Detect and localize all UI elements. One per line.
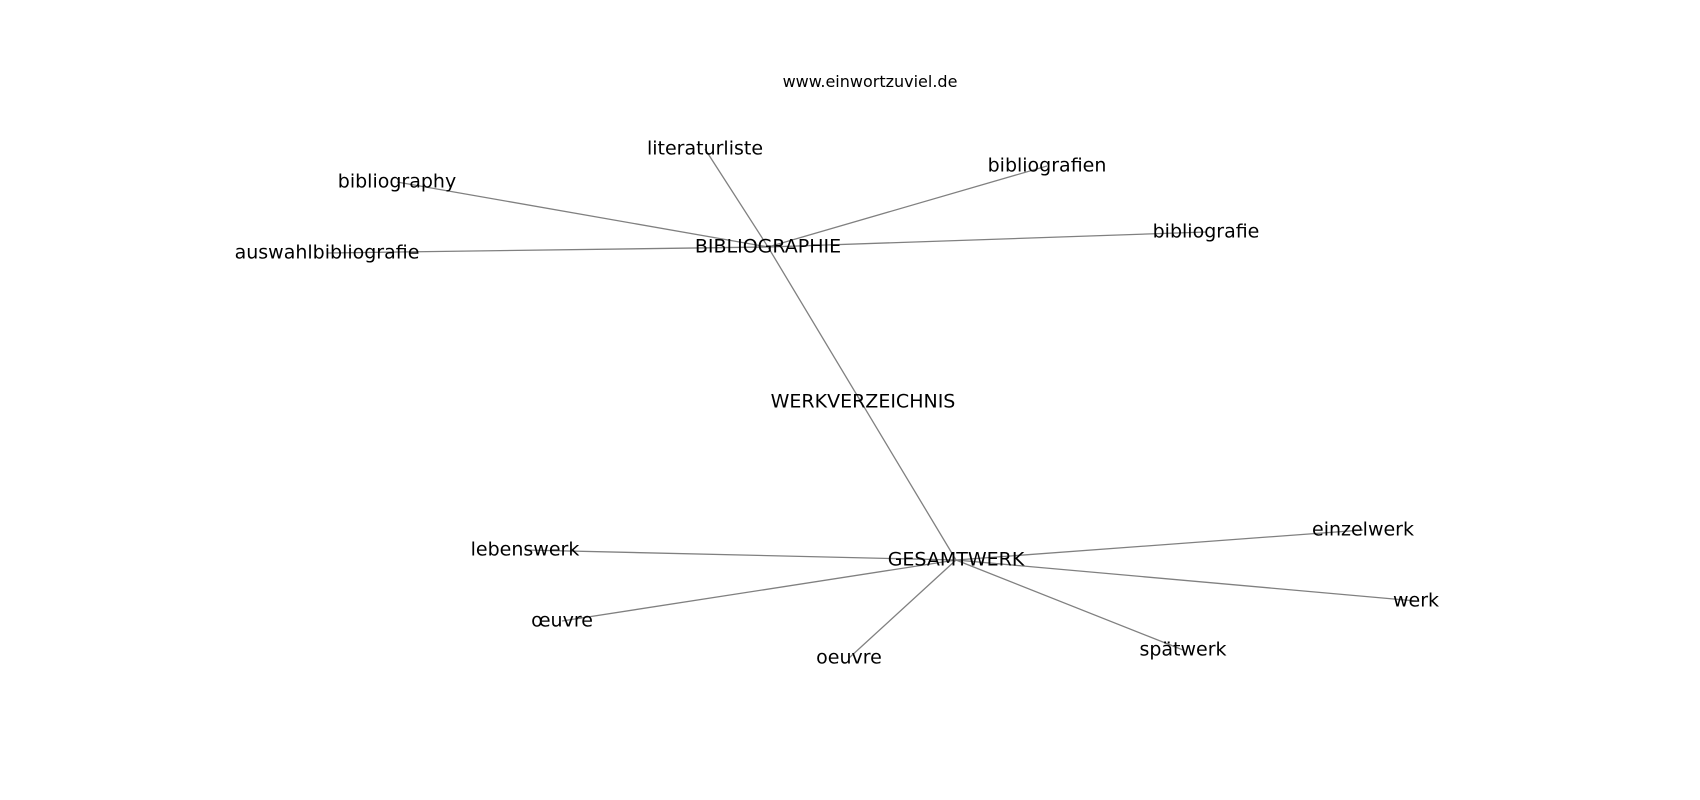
node-spaetwerk: spätwerk bbox=[1139, 638, 1227, 661]
edge-gesamtwerk-lebenswerk bbox=[524, 549, 957, 561]
node-oeuvre-ligature: œuvre bbox=[531, 609, 593, 632]
node-werk: werk bbox=[1392, 589, 1440, 612]
edge-bibliographie-bibliografie bbox=[767, 231, 1207, 248]
edge-bibliographie-bibliografien bbox=[767, 165, 1048, 248]
edge-gesamtwerk-werk bbox=[955, 559, 1417, 602]
edge-gesamtwerk-oeuvre_ligature bbox=[561, 559, 957, 622]
edge-bibliographie-auswahlbibliografie bbox=[326, 246, 769, 254]
edge-gesamtwerk-spaetwerk bbox=[955, 559, 1184, 651]
source-label: www.einwortzuviel.de bbox=[782, 72, 958, 91]
edge-bibliographie-gesamtwerk bbox=[767, 246, 957, 561]
node-oeuvre: oeuvre bbox=[816, 646, 882, 669]
edge-bibliographie-literaturliste bbox=[704, 148, 769, 248]
node-bibliographie: BIBLIOGRAPHIE bbox=[694, 235, 842, 258]
node-einzelwerk: einzelwerk bbox=[1312, 518, 1414, 541]
edge-gesamtwerk-einzelwerk bbox=[955, 529, 1364, 561]
node-werkverzeichnis: WERKVERZEICHNIS bbox=[770, 390, 956, 413]
edge-bibliographie-bibliography bbox=[396, 181, 769, 248]
node-auswahlbibliografie: auswahlbibliografie bbox=[234, 241, 420, 264]
node-gesamtwerk: GESAMTWERK bbox=[887, 548, 1025, 571]
node-lebenswerk: lebenswerk bbox=[470, 538, 580, 561]
node-bibliography: bibliography bbox=[337, 170, 457, 193]
node-bibliografien: bibliografien bbox=[987, 154, 1107, 177]
edge-gesamtwerk-oeuvre bbox=[848, 559, 957, 659]
node-literaturliste: literaturliste bbox=[646, 137, 764, 160]
node-bibliografie: bibliografie bbox=[1152, 220, 1260, 243]
